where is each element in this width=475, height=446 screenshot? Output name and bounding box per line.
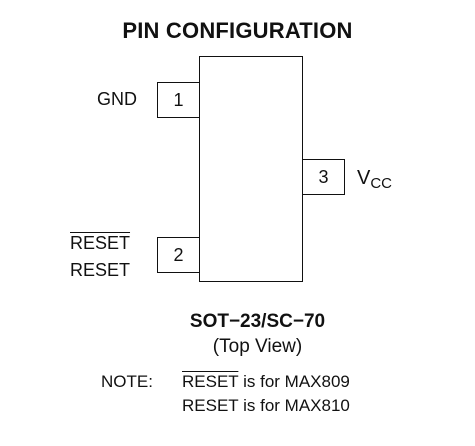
note-line-1: RESET is for MAX809 <box>182 372 350 392</box>
pin-1-label: GND <box>97 89 137 109</box>
note-line-1-rest: is for MAX809 <box>238 372 350 391</box>
diagram-title: PIN CONFIGURATION <box>122 18 353 43</box>
pin-3-label-main: V <box>357 167 371 189</box>
pin-2-label-active-high: RESET <box>70 260 131 280</box>
note-label: NOTE: <box>101 372 153 391</box>
pin-3-label-subscript: CC <box>370 175 393 192</box>
pin-3-box: 3 <box>302 159 345 195</box>
pin-3-label: VCC <box>357 168 392 194</box>
pin-2-box: 2 <box>157 237 200 273</box>
note-line-1-overlined: RESET <box>182 372 239 391</box>
pin-1-box: 1 <box>157 82 200 118</box>
pin-1-number: 1 <box>173 89 184 110</box>
pin-2-number: 2 <box>173 244 184 265</box>
view-caption: (Top View) <box>212 336 303 357</box>
pin-3-number: 3 <box>318 166 329 187</box>
note-line-2: RESET is for MAX810 <box>182 396 350 415</box>
chip-body <box>199 56 303 282</box>
package-name: SOT−23/SC−70 <box>189 311 326 332</box>
pin-2-label-active-low: RESET <box>70 233 131 253</box>
